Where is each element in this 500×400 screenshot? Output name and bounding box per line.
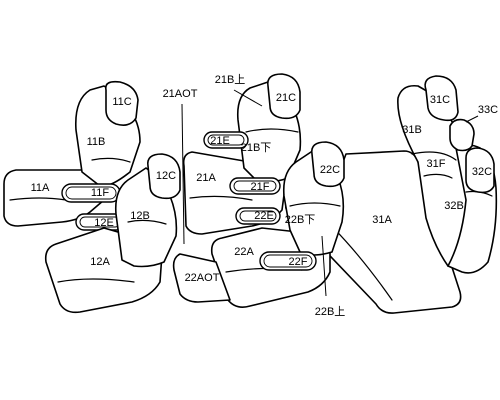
label-12C: 12C	[156, 170, 176, 182]
seat-part-31C-outline	[424, 75, 459, 122]
seat-part-21A-seam	[189, 195, 253, 201]
label-33C: 33C	[478, 104, 498, 116]
part-labels: 11C 11B 11A 11F 12E 12C 12B 12A 21AOT 21…	[31, 73, 499, 318]
label-21A: 21A	[196, 172, 216, 184]
label-32C: 32C	[472, 166, 492, 178]
leader-33C	[465, 115, 479, 123]
seat-part-11C-outline	[104, 80, 139, 126]
label-21B-lower: 21B下	[241, 142, 272, 154]
label-12A: 12A	[90, 256, 110, 268]
label-31C: 31C	[430, 94, 450, 106]
label-22B-upper: 22B上	[315, 305, 346, 318]
label-11A: 11A	[31, 182, 50, 194]
leader-21AOT	[181, 103, 185, 245]
seat-part-22AOT-outline	[172, 253, 231, 303]
label-21F: 21F	[251, 181, 270, 193]
seat-part-12B-seam	[127, 219, 167, 225]
seat-part-22F-pad	[259, 251, 317, 271]
seat-part-12A-seam	[57, 278, 135, 283]
seat-part-31F-seam	[411, 151, 457, 161]
seat-part-22E-pad	[235, 207, 281, 225]
label-22A: 22A	[234, 246, 254, 258]
seat-part-12C-outline	[146, 153, 181, 200]
label-11F: 11F	[91, 187, 109, 199]
label-11B: 11B	[87, 136, 106, 148]
leader-21B-upper	[233, 89, 263, 107]
label-12E: 12E	[94, 217, 114, 229]
label-31B: 31B	[402, 124, 422, 136]
label-21E: 21E	[210, 135, 230, 147]
label-12B: 12B	[130, 210, 150, 222]
seat-row-2	[172, 73, 345, 308]
seat-part-21E-pad	[203, 131, 249, 149]
label-32B: 32B	[444, 200, 464, 212]
seat-part-22B-seam	[289, 202, 341, 207]
label-11C: 11C	[112, 96, 131, 108]
seat-part-11A-seam	[9, 197, 67, 201]
seat-part-21F-pad	[229, 177, 281, 195]
label-22AOT: 22AOT	[185, 272, 220, 284]
seat-part-32C-outline	[465, 147, 495, 194]
seat-part-22C-outline	[310, 141, 345, 188]
label-31A: 31A	[372, 214, 392, 226]
label-31F: 31F	[427, 158, 446, 170]
seat-part-21B-seam	[245, 128, 299, 133]
label-21C: 21C	[276, 92, 296, 104]
seat-part-21C-outline	[266, 73, 301, 120]
label-22F: 22F	[289, 256, 308, 268]
label-22C: 22C	[320, 164, 340, 176]
label-22B-lower: 22B下	[285, 214, 316, 226]
seat-part-33C-outline	[449, 118, 475, 152]
label-21B-upper: 21B上	[215, 73, 246, 86]
leader-22B-upper	[321, 235, 327, 297]
label-21AOT: 21AOT	[163, 88, 198, 100]
seat-row-1	[3, 80, 181, 314]
seat-part-31B-seam	[423, 173, 453, 179]
seat-part-11B-seam	[91, 157, 131, 163]
label-22E: 22E	[254, 210, 274, 222]
